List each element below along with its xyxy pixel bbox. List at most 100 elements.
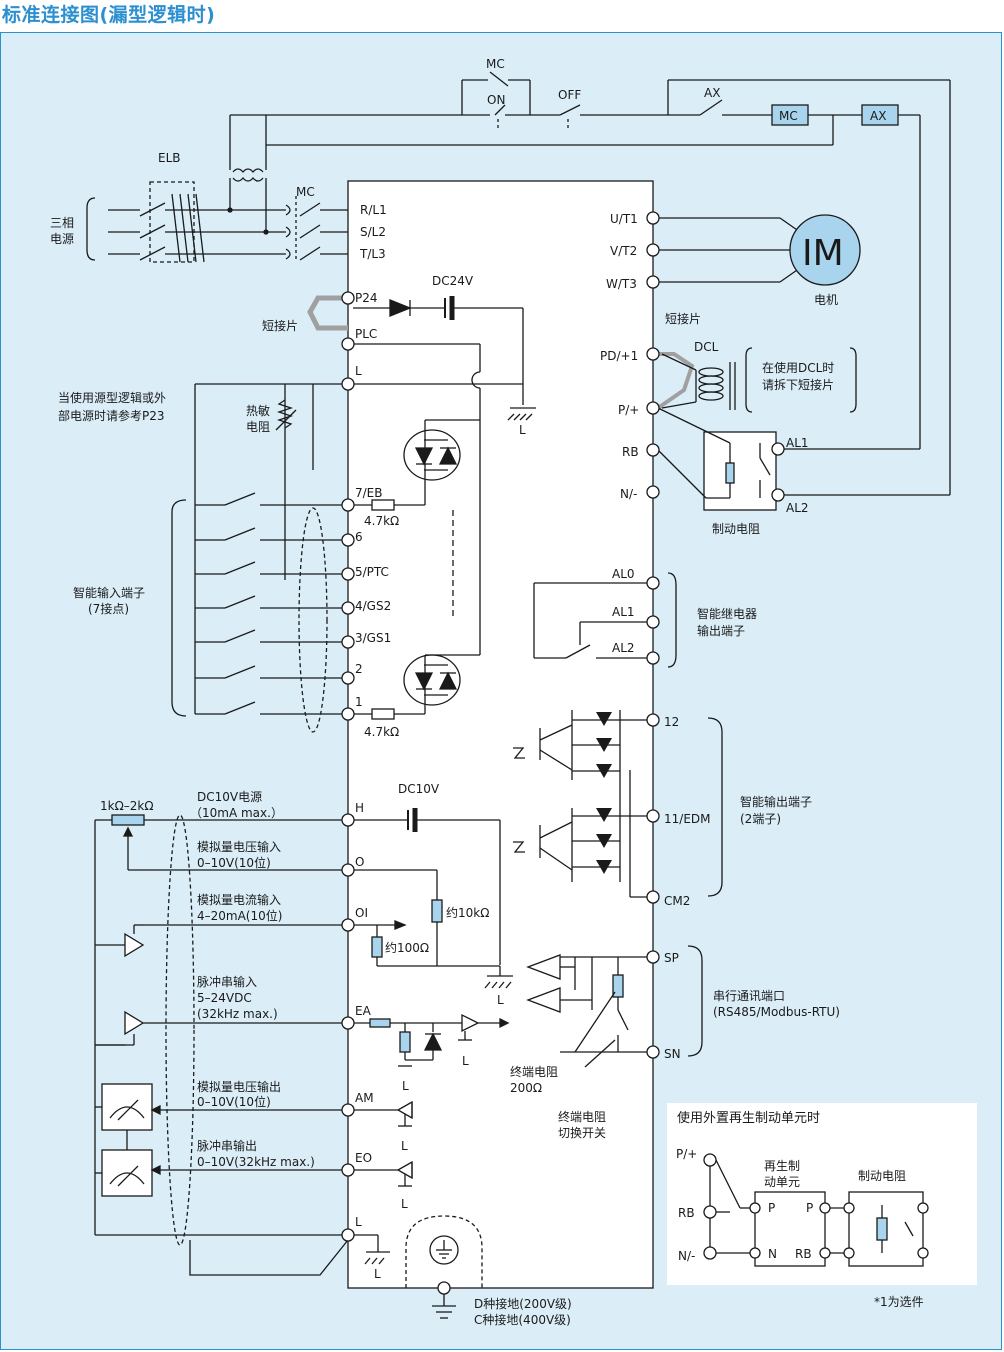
terminal-3: 3/GS1	[355, 631, 391, 645]
pulse-out-2: 0–10V(32kHz max.)	[197, 1155, 315, 1169]
terminal-eo: EO	[355, 1151, 372, 1165]
dc24-label: DC24V	[432, 274, 474, 288]
terminal-4: 4/GS2	[355, 599, 391, 613]
terminal-tl3: T/L3	[359, 247, 386, 261]
terminal-ut1: U/T1	[610, 212, 638, 226]
regen-unit-1: 再生制	[764, 1159, 800, 1173]
mc2-label: MC	[296, 185, 315, 199]
regen-res: 制动电阻	[858, 1169, 906, 1183]
terminal-oi: OI	[355, 906, 368, 920]
l-d: L	[401, 1197, 408, 1211]
regen-tp: P	[768, 1201, 775, 1215]
terminal-6: 6	[355, 530, 363, 544]
terminal-h: H	[355, 801, 364, 815]
terminal-am: AM	[355, 1091, 374, 1105]
dc10-src-2: （10mA max.）	[190, 806, 283, 820]
off-label: OFF	[558, 88, 581, 102]
regen-tn: N	[768, 1247, 777, 1261]
thermistor-1: 热敏	[246, 403, 270, 418]
r47a-label: 4.7kΩ	[364, 514, 399, 528]
inputs-2: (7接点)	[88, 601, 129, 616]
regen-trb: RB	[795, 1247, 812, 1261]
curr-in-1: 模拟量电流输入	[197, 892, 281, 907]
terminal-al1: AL1	[786, 436, 809, 450]
dc10-src-1: DC10V电源	[197, 790, 262, 804]
source-note-2: 部电源时请参考P23	[58, 408, 165, 423]
pulse-in-1: 脉冲串输入	[197, 974, 257, 989]
thermistor-2: 电阻	[246, 420, 270, 434]
terminal-1: 1	[355, 695, 363, 709]
relay-2: 输出端子	[697, 623, 745, 638]
terminal-vt2: V/T2	[610, 244, 637, 258]
dc10-label: DC10V	[398, 782, 440, 796]
terminal-pd: PD/+1	[600, 349, 638, 363]
on-label: ON	[487, 93, 505, 107]
terminal-al0: AL0	[612, 567, 635, 581]
terminal-al2: AL2	[786, 501, 809, 515]
regen-rb: RB	[678, 1206, 695, 1220]
pulse-in-3: (32kHz max.)	[197, 1007, 278, 1021]
regen-p: P/+	[676, 1147, 697, 1161]
ax-box-label: AX	[870, 109, 886, 123]
term-sw-1: 终端电阻	[558, 1109, 606, 1124]
terminal-5: 5/PTC	[355, 565, 389, 579]
motor-label: 电机	[814, 293, 838, 307]
terminal-12: 12	[664, 715, 679, 729]
motor-text: IM	[802, 233, 844, 274]
power-line2: 电源	[50, 232, 74, 246]
brake-res-label: 制动电阻	[712, 522, 760, 536]
terminal-sn: SN	[664, 1047, 681, 1061]
jumper-label: 短接片	[262, 318, 298, 333]
l-b: L	[402, 1079, 409, 1093]
volt-out-2: 0–10V(10位)	[197, 1094, 271, 1109]
dcl-note-1: 在使用DCL时	[762, 360, 834, 375]
inputs-1: 智能输入端子	[73, 585, 145, 600]
inverter-body	[347, 180, 654, 1289]
terminal-ea: EA	[355, 1004, 372, 1018]
term-res-1: 终端电阻	[510, 1064, 558, 1079]
terminal-o: O	[355, 855, 364, 869]
terminal-l-top: L	[355, 364, 362, 378]
terminal-al2b: AL2	[612, 641, 635, 655]
curr-in-2: 4–20mA(10位)	[197, 908, 282, 923]
volt-in-2: 0–10V(10位)	[197, 855, 271, 870]
regen-title: 使用外置再生制动单元时	[677, 1110, 820, 1126]
pot-label: 1kΩ–2kΩ	[100, 799, 154, 813]
term-sw-2: 切换开关	[558, 1126, 606, 1140]
jumper2-label: 短接片	[665, 311, 701, 326]
terminal-n: N/-	[620, 487, 637, 501]
page-title: 标准连接图(漏型逻辑时)	[2, 4, 216, 26]
volt-in-1: 模拟量电压输入	[197, 839, 281, 854]
terminal-p: P/+	[618, 403, 639, 417]
r10k-label: 约10kΩ	[446, 905, 489, 920]
terminal-sp: SP	[664, 951, 679, 965]
l-a: L	[497, 993, 504, 1007]
terminal-cm2: CM2	[664, 894, 690, 908]
dcl-note-2: 请拆下短接片	[762, 377, 834, 392]
terminal-al1b: AL1	[612, 605, 635, 619]
terminal-l-bot: L	[355, 1215, 362, 1229]
terminal-plc: PLC	[355, 327, 377, 341]
outputs-2: (2端子)	[740, 812, 781, 826]
terminal-rb: RB	[622, 445, 639, 459]
l-c: L	[401, 1139, 408, 1153]
ground-1: D种接地(200V级)	[474, 1296, 572, 1311]
relay-1: 智能继电器	[697, 606, 757, 621]
terminal-rl1: R/L1	[360, 203, 387, 217]
terminal-wt3: W/T3	[606, 277, 637, 291]
l-f: L	[462, 1054, 469, 1068]
mc-box-label: MC	[779, 109, 798, 123]
outputs-1: 智能输出端子	[740, 794, 812, 809]
terminal-11: 11/EDM	[664, 812, 711, 826]
serial-2: (RS485/Modbus-RTU)	[713, 1005, 840, 1019]
power-line1: 三相	[50, 216, 74, 230]
ground-2: C种接地(400V级)	[474, 1312, 571, 1327]
elb-label: ELB	[158, 151, 181, 165]
serial-1: 串行通讯端口	[713, 989, 785, 1003]
regen-tp2: P	[806, 1201, 813, 1215]
r100-label: 约100Ω	[385, 940, 429, 955]
mc-label: MC	[486, 57, 505, 71]
dcl-label: DCL	[694, 340, 719, 354]
r47b-label: 4.7kΩ	[364, 725, 399, 739]
terminal-sl2: S/L2	[360, 225, 386, 239]
